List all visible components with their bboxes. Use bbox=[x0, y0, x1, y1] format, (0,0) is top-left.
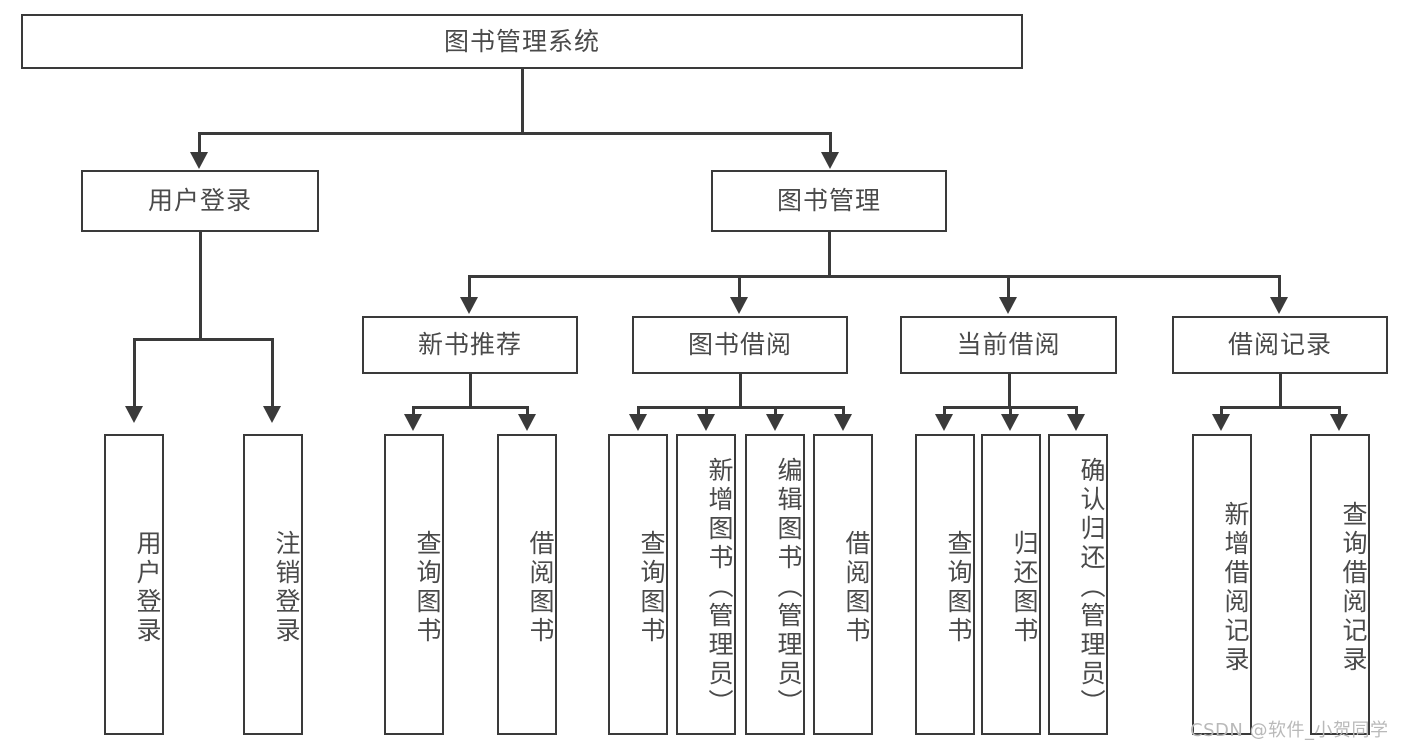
connector-bm-to-current-borrow bbox=[1007, 275, 1010, 300]
leaf-book-borrow-4[interactable]: 借阅图书 bbox=[813, 434, 873, 735]
leaf-user-login-1[interactable]: 用户登录 bbox=[104, 434, 164, 735]
leaf-borrow-record-1[interactable]: 新增借阅记录 bbox=[1192, 434, 1252, 735]
connector-book-borrow-to-leaf-1 bbox=[637, 406, 640, 418]
connector-user-login-to-leaf-1 bbox=[133, 338, 136, 408]
arrowhead-bm-to-book-borrow bbox=[730, 297, 748, 314]
arrowhead-bm-to-current-borrow bbox=[999, 297, 1017, 314]
connector-borrow-record-to-leaf-1 bbox=[1220, 406, 1223, 418]
node-book-management[interactable]: 图书管理 bbox=[711, 170, 947, 232]
node-current-borrow[interactable]: 当前借阅 bbox=[900, 316, 1117, 374]
connector-new-book-to-leaf-1 bbox=[412, 406, 415, 418]
connector-root-stem bbox=[521, 69, 524, 134]
arrowhead-new-book-to-leaf-1 bbox=[404, 414, 422, 431]
node-label: 归还图书 bbox=[1010, 529, 1039, 646]
arrowhead-book-borrow-to-leaf-1 bbox=[629, 414, 647, 431]
connector-book-management-stem bbox=[828, 232, 831, 277]
node-label: 查询图书 bbox=[637, 529, 666, 646]
leaf-new-book-recommend-2[interactable]: 借阅图书 bbox=[497, 434, 557, 735]
node-label: 图书管理 bbox=[776, 186, 881, 216]
node-label: 注销登录 bbox=[272, 529, 301, 646]
node-label: 图书借阅 bbox=[687, 330, 792, 360]
connector-book-borrow-bus bbox=[637, 406, 845, 409]
node-label: 新书推荐 bbox=[417, 330, 522, 360]
connector-new-book-to-leaf-2 bbox=[526, 406, 529, 418]
node-label: 用户登录 bbox=[147, 186, 252, 216]
leaf-current-borrow-3[interactable]: 确认归还（管理员） bbox=[1048, 434, 1108, 735]
node-borrow-record[interactable]: 借阅记录 bbox=[1172, 316, 1388, 374]
arrowhead-bm-to-borrow-record bbox=[1270, 297, 1288, 314]
csdn-watermark: CSDN @软件_小贺同学 bbox=[1190, 716, 1389, 742]
arrowhead-book-borrow-to-leaf-4 bbox=[834, 414, 852, 431]
connector-user-login-bus bbox=[133, 338, 273, 341]
node-label: 借阅图书 bbox=[842, 529, 871, 646]
arrowhead-book-borrow-to-leaf-3 bbox=[766, 414, 784, 431]
connector-bm-to-new-book bbox=[468, 275, 471, 300]
arrowhead-current-borrow-to-leaf-1 bbox=[935, 414, 953, 431]
leaf-current-borrow-2[interactable]: 归还图书 bbox=[981, 434, 1041, 735]
connector-current-borrow-stem bbox=[1008, 374, 1011, 409]
arrowhead-borrow-record-to-leaf-2 bbox=[1330, 414, 1348, 431]
connector-root-bus bbox=[198, 132, 831, 135]
arrowhead-borrow-record-to-leaf-1 bbox=[1212, 414, 1230, 431]
node-label: 查询图书 bbox=[413, 529, 442, 646]
connector-book-borrow-stem bbox=[739, 374, 742, 409]
arrowhead-new-book-to-leaf-2 bbox=[518, 414, 536, 431]
connector-user-login-to-leaf-2 bbox=[271, 338, 274, 408]
connector-book-borrow-to-leaf-4 bbox=[842, 406, 845, 418]
connector-book-borrow-to-leaf-2 bbox=[705, 406, 708, 418]
connector-borrow-record-stem bbox=[1279, 374, 1282, 409]
node-user-login[interactable]: 用户登录 bbox=[81, 170, 319, 232]
node-book-borrow[interactable]: 图书借阅 bbox=[632, 316, 848, 374]
arrowhead-book-borrow-to-leaf-2 bbox=[697, 414, 715, 431]
connector-current-borrow-to-leaf-3 bbox=[1075, 406, 1078, 418]
leaf-book-borrow-3[interactable]: 编辑图书（管理员） bbox=[745, 434, 805, 735]
leaf-current-borrow-1[interactable]: 查询图书 bbox=[915, 434, 975, 735]
connector-bm-to-book-borrow bbox=[738, 275, 741, 300]
node-label: 借阅记录 bbox=[1227, 330, 1332, 360]
connector-new-book-bus bbox=[412, 406, 528, 409]
leaf-new-book-recommend-1[interactable]: 查询图书 bbox=[384, 434, 444, 735]
arrowhead-current-borrow-to-leaf-3 bbox=[1067, 414, 1085, 431]
node-label: 当前借阅 bbox=[956, 330, 1061, 360]
node-new-book-recommend[interactable]: 新书推荐 bbox=[362, 316, 578, 374]
leaf-borrow-record-2[interactable]: 查询借阅记录 bbox=[1310, 434, 1370, 735]
arrowhead-current-borrow-to-leaf-2 bbox=[1001, 414, 1019, 431]
connector-borrow-record-to-leaf-2 bbox=[1338, 406, 1341, 418]
node-label: 新增图书（管理员） bbox=[705, 457, 734, 718]
node-label: 新增借阅记录 bbox=[1221, 500, 1250, 675]
node-label: 图书管理系统 bbox=[443, 26, 600, 56]
connector-current-borrow-to-leaf-1 bbox=[943, 406, 946, 418]
node-label: 借阅图书 bbox=[526, 529, 555, 646]
arrowhead-user-login-to-leaf-2 bbox=[263, 406, 281, 423]
arrowhead-bm-to-new-book bbox=[460, 297, 478, 314]
node-root-book-management-system[interactable]: 图书管理系统 bbox=[21, 14, 1023, 69]
arrowhead-user-login-to-leaf-1 bbox=[125, 406, 143, 423]
connector-user-login-stem bbox=[199, 232, 202, 340]
leaf-book-borrow-1[interactable]: 查询图书 bbox=[608, 434, 668, 735]
node-label: 确认归还（管理员） bbox=[1077, 457, 1106, 718]
connector-bm-to-borrow-record bbox=[1278, 275, 1281, 300]
arrowhead-root-to-user-login bbox=[190, 152, 208, 169]
node-label: 查询图书 bbox=[944, 529, 973, 646]
connector-root-to-user-login bbox=[198, 132, 201, 155]
leaf-user-login-2[interactable]: 注销登录 bbox=[243, 434, 303, 735]
connector-current-borrow-to-leaf-2 bbox=[1009, 406, 1012, 418]
leaf-book-borrow-2[interactable]: 新增图书（管理员） bbox=[676, 434, 736, 735]
node-label: 用户登录 bbox=[133, 529, 162, 646]
node-label: 查询借阅记录 bbox=[1339, 500, 1368, 675]
connector-root-to-book-management bbox=[829, 132, 832, 155]
watermark-text: CSDN @软件_小贺同学 bbox=[1190, 720, 1389, 741]
arrowhead-root-to-book-management bbox=[821, 152, 839, 169]
connector-book-management-bus bbox=[468, 275, 1280, 278]
connector-book-borrow-to-leaf-3 bbox=[774, 406, 777, 418]
connector-new-book-stem bbox=[469, 374, 472, 409]
node-label: 编辑图书（管理员） bbox=[774, 457, 803, 718]
connector-borrow-record-bus bbox=[1220, 406, 1340, 409]
